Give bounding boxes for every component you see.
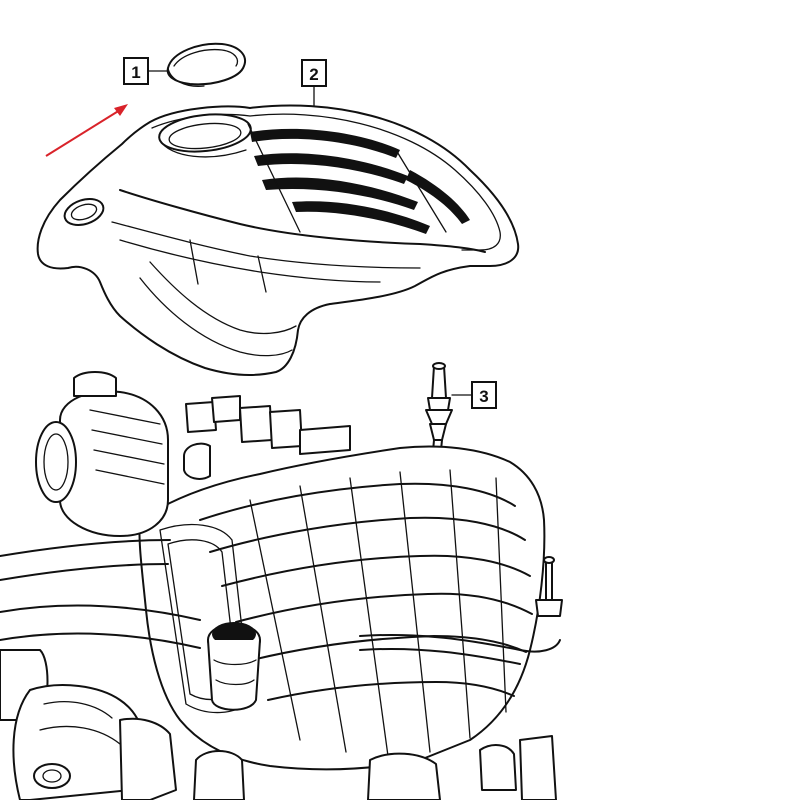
- lower-left-components: [0, 649, 177, 800]
- oil-filler-cap: [166, 42, 246, 87]
- callout-1-box: [123, 57, 149, 85]
- engine-cover: [36, 104, 520, 376]
- indicator-arrow: [45, 104, 128, 157]
- callout-1: 1: [123, 57, 171, 85]
- callout-2: 2: [301, 59, 327, 107]
- throttle-body: [35, 371, 351, 537]
- pcv-valve: [207, 622, 261, 711]
- callout-1-label: 1: [131, 63, 140, 82]
- callout-2-label: 2: [309, 65, 318, 84]
- lower-engine-details: [193, 556, 563, 800]
- callout-3-label: 3: [479, 387, 488, 406]
- callout-2-box: [301, 59, 327, 87]
- callout-3: 3: [451, 381, 497, 409]
